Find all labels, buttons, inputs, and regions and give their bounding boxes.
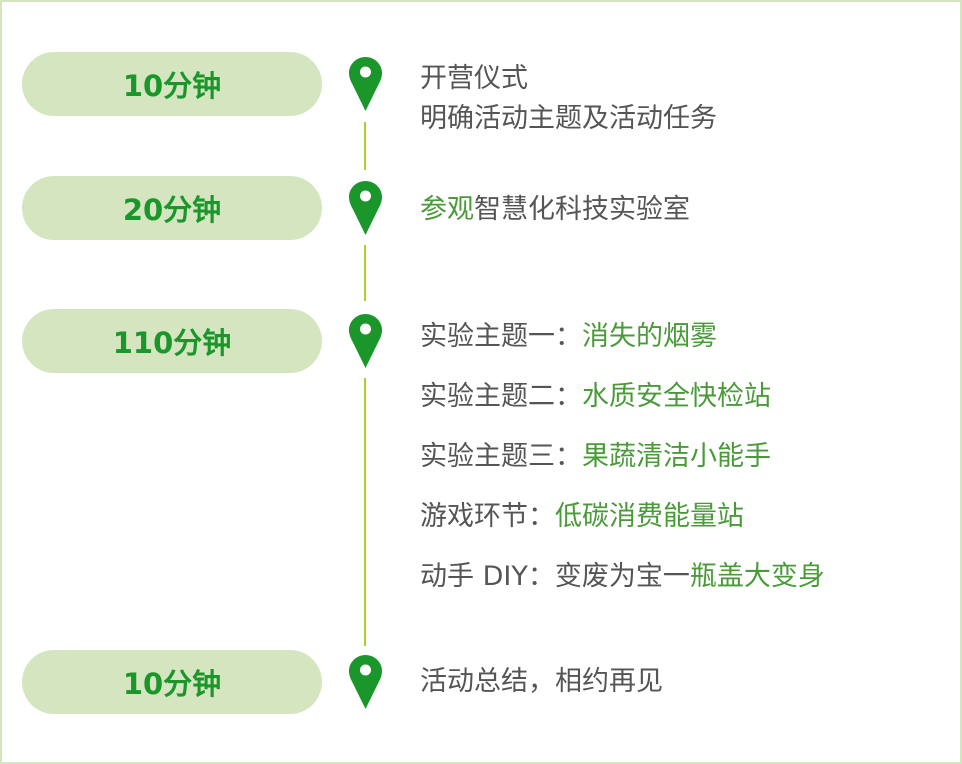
step-text: 游戏环节：低碳消费能量站	[420, 497, 744, 537]
step-line: 动手 DIY：变废为宝一	[420, 561, 690, 592]
highlight-text: 消失的烟雾	[582, 321, 717, 352]
step-line: 智慧化科技实验室	[474, 194, 690, 225]
step-line: 开营仪式	[420, 63, 528, 94]
step-line: 实验主题二：	[420, 381, 582, 412]
timeline-connector	[364, 245, 366, 301]
step-line: 实验主题一：	[420, 321, 582, 352]
highlight-text: 参观	[420, 194, 474, 225]
map-pin-icon	[349, 314, 382, 368]
timeline-connector	[364, 122, 366, 170]
map-pin-icon	[349, 181, 382, 235]
map-pin-icon	[349, 655, 382, 709]
step-text: 活动总结，相约再见	[420, 662, 663, 702]
timeline-connector	[364, 378, 366, 646]
step-line: 游戏环节：	[420, 501, 555, 532]
highlight-text: 低碳消费能量站	[555, 501, 744, 532]
duration-pill: 110分钟	[22, 309, 322, 373]
highlight-text: 水质安全快检站	[582, 381, 771, 412]
step-text: 动手 DIY：变废为宝一瓶盖大变身	[420, 557, 825, 597]
step-text: 实验主题三：果蔬清洁小能手	[420, 437, 771, 477]
highlight-text: 瓶盖大变身	[689, 561, 825, 592]
step-line: 活动总结，相约再见	[420, 666, 663, 697]
step-line: 明确活动主题及活动任务	[420, 103, 717, 134]
map-pin-icon	[349, 57, 382, 111]
step-text: 实验主题二：水质安全快检站	[420, 377, 771, 417]
duration-pill: 10分钟	[22, 650, 322, 714]
step-text: 实验主题一：消失的烟雾	[420, 317, 717, 357]
step-text: 明确活动主题及活动任务	[420, 99, 717, 139]
step-text: 开营仪式	[420, 59, 528, 99]
highlight-text: 果蔬清洁小能手	[582, 441, 771, 472]
duration-pill: 10分钟	[22, 52, 322, 116]
step-text: 参观智慧化科技实验室	[420, 190, 690, 230]
step-line: 实验主题三：	[420, 441, 582, 472]
duration-pill: 20分钟	[22, 176, 322, 240]
